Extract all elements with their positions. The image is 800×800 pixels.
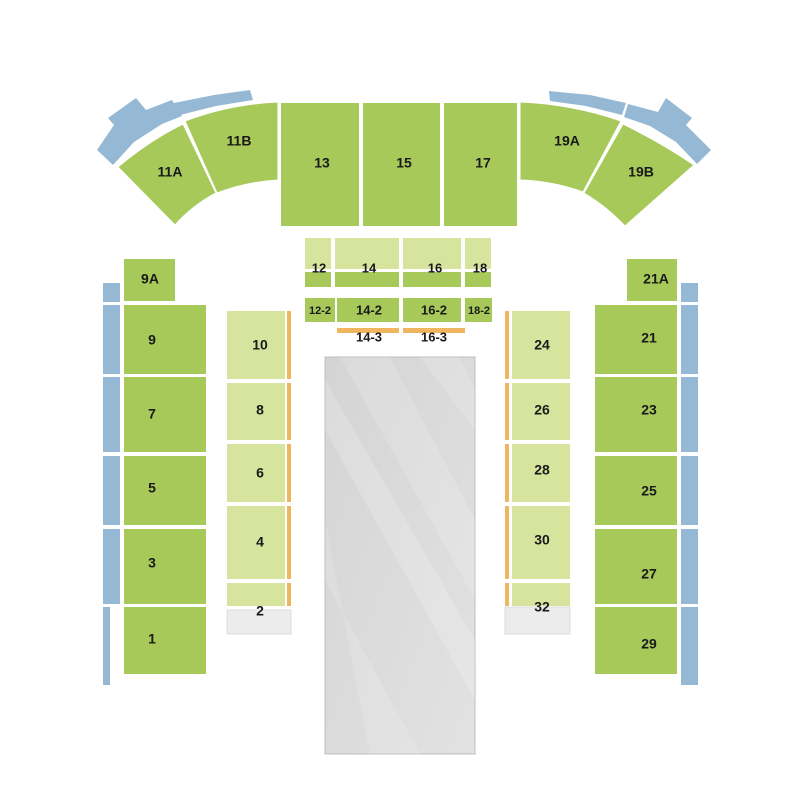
section-label: 30	[534, 532, 550, 548]
section-label: 14	[362, 260, 377, 275]
section-label: 17	[475, 155, 491, 171]
section-15[interactable]: 15	[363, 103, 440, 226]
section-label: 4	[256, 534, 264, 550]
section-label: 21	[641, 330, 657, 346]
section-label: 16-2	[421, 302, 447, 317]
section-12[interactable]: 12	[305, 238, 331, 287]
section-28[interactable]: 28	[512, 444, 570, 502]
section-24[interactable]: 24	[512, 311, 570, 379]
section-30[interactable]: 30	[512, 506, 570, 579]
section-8[interactable]: 8	[227, 383, 285, 440]
section-label: 14-3	[356, 329, 382, 344]
section-label: 16-3	[421, 329, 447, 344]
section-label: 9	[148, 332, 156, 348]
section-16-2[interactable]: 16-2	[403, 298, 461, 322]
upper-left-blue-band	[97, 90, 253, 165]
section-21A[interactable]: 21A	[627, 259, 677, 301]
section-label: 24	[534, 337, 550, 353]
section-label: 32	[534, 599, 550, 615]
section-label: 28	[534, 462, 550, 478]
section-27[interactable]: 27	[595, 529, 677, 604]
left-orange-rails	[287, 311, 291, 606]
section-label: 5	[148, 480, 156, 496]
section-6[interactable]: 6	[227, 444, 285, 502]
section-5[interactable]: 5	[124, 456, 206, 525]
right-orange-rails	[505, 311, 509, 606]
section-label: 16	[428, 260, 442, 275]
section-label: 9A	[141, 271, 159, 287]
section-label: 1	[148, 631, 156, 647]
section-label: 6	[256, 465, 264, 481]
section-1[interactable]: 1	[124, 607, 206, 674]
section-label: 11A	[158, 164, 183, 180]
right-blue-stripe	[681, 283, 698, 685]
section-19B[interactable]: 19B	[583, 123, 695, 227]
section-label: 14-2	[356, 302, 382, 317]
section-12-2[interactable]: 12-2	[305, 298, 335, 322]
section-label: 12	[312, 260, 326, 275]
section-14-3[interactable]: 14-3	[337, 328, 399, 344]
section-label: 10	[252, 337, 268, 353]
section-label: 18	[473, 260, 487, 275]
section-14-2[interactable]: 14-2	[337, 298, 399, 322]
section-11B[interactable]: 11B	[184, 101, 279, 194]
section-3[interactable]: 3	[124, 529, 206, 604]
section-21[interactable]: 21	[595, 305, 677, 374]
section-10[interactable]: 10	[227, 311, 285, 379]
section-label: 18-2	[468, 305, 490, 317]
section-label: 26	[534, 402, 550, 418]
left-blue-stripe	[103, 283, 120, 685]
section-label: 2	[256, 603, 264, 619]
section-9A[interactable]: 9A	[124, 259, 175, 301]
section-19A[interactable]: 19A	[519, 101, 622, 193]
section-14[interactable]: 14	[335, 238, 399, 287]
section-label: 12-2	[309, 305, 331, 317]
section-label: 25	[641, 483, 657, 499]
section-18-2[interactable]: 18-2	[465, 298, 492, 322]
section-13[interactable]: 13	[281, 103, 359, 226]
section-18[interactable]: 18	[465, 238, 491, 287]
section-label: 11B	[227, 133, 252, 149]
section-11A[interactable]: 11A	[117, 123, 217, 226]
section-23[interactable]: 23	[595, 377, 677, 452]
section-25[interactable]: 25	[595, 456, 677, 525]
section-17[interactable]: 17	[444, 103, 517, 226]
section-label: 29	[641, 636, 657, 652]
section-label: 27	[641, 566, 657, 582]
section-9[interactable]: 9	[124, 305, 206, 374]
section-label: 7	[148, 406, 156, 422]
section-2[interactable]: 2	[226, 583, 292, 635]
section-16-3[interactable]: 16-3	[403, 328, 465, 344]
section-label: 13	[314, 155, 330, 171]
section-26[interactable]: 26	[512, 383, 570, 440]
upper-right-blue-band	[549, 91, 711, 164]
section-32[interactable]: 32	[504, 583, 571, 635]
section-29[interactable]: 29	[595, 607, 677, 674]
section-label: 15	[396, 155, 412, 171]
section-label: 19A	[554, 133, 580, 149]
section-label: 21A	[643, 271, 669, 287]
section-4[interactable]: 4	[227, 506, 285, 579]
section-label: 19B	[628, 164, 654, 180]
section-label: 8	[256, 402, 264, 418]
stage	[324, 356, 476, 755]
section-16[interactable]: 16	[403, 238, 461, 287]
section-label: 3	[148, 555, 156, 571]
section-label: 23	[641, 402, 657, 418]
section-7[interactable]: 7	[124, 377, 206, 452]
